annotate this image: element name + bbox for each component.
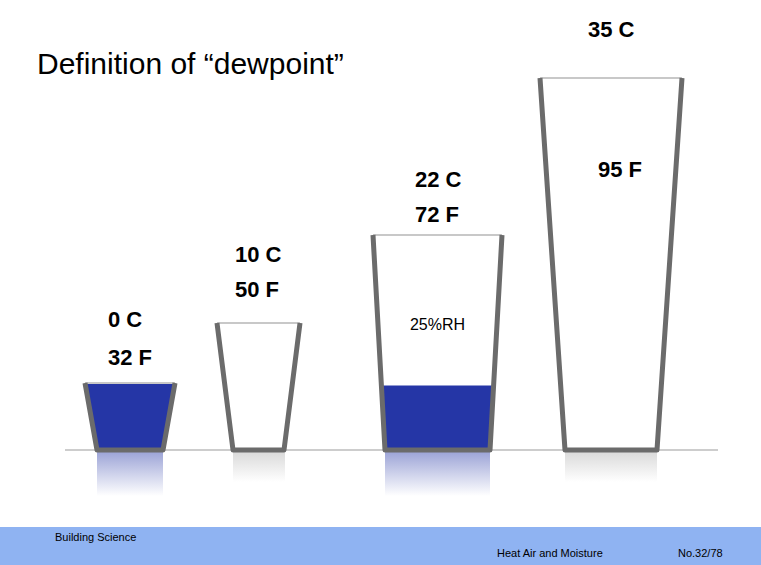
cup-outline (85, 383, 175, 450)
fahrenheit-label-holder: 95 F (598, 157, 642, 183)
footer-text: Building Science (55, 531, 136, 543)
slide-number-holder: No.32/78 (678, 547, 723, 559)
fahrenheit-label: 50 F (235, 277, 279, 302)
slide-title-holder: Definition of “dewpoint” (37, 47, 344, 81)
cup-wall (85, 383, 175, 450)
celsius-label-holder: 0 C (108, 307, 142, 333)
humidity-label: 25%RH (410, 316, 465, 333)
cup: 22 C72 F25%RH (373, 235, 502, 450)
celsius-label-holder: 10 C (235, 242, 281, 268)
cup-outline (373, 235, 502, 450)
fahrenheit-label-holder: 50 F (235, 277, 279, 303)
humidity-label-holder: 25%RH (373, 316, 502, 334)
cup: 10 C50 F (217, 323, 300, 450)
fahrenheit-label-holder: 72 F (415, 202, 459, 228)
cup-reflection (233, 452, 285, 482)
cup-reflection (565, 452, 657, 482)
cup-rim (217, 322, 300, 324)
water-reflection (385, 452, 490, 496)
cup-rim (373, 234, 502, 236)
cup-rim (540, 77, 682, 79)
water (85, 383, 175, 450)
fahrenheit-label: 95 F (598, 157, 642, 182)
cup-reflections (97, 452, 657, 496)
footer-text-holder: Building Science (55, 531, 136, 543)
celsius-label: 22 C (415, 167, 461, 192)
cup-wall (540, 78, 682, 450)
cup-wall (373, 235, 502, 450)
fahrenheit-label: 32 F (108, 345, 152, 370)
cup-outline (540, 78, 682, 450)
celsius-label: 35 C (588, 17, 634, 42)
cup: 0 C32 F (85, 383, 175, 450)
slide-title: Definition of “dewpoint” (37, 47, 344, 80)
footer-text-holder: Heat Air and Moisture (497, 547, 603, 559)
celsius-label: 0 C (108, 307, 142, 332)
celsius-label: 10 C (235, 242, 281, 267)
footer-bar (0, 527, 761, 565)
fahrenheit-label-holder: 32 F (108, 345, 152, 371)
celsius-label-holder: 35 C (588, 17, 634, 43)
cup: 35 C95 F (540, 78, 682, 450)
cup-rim (85, 382, 175, 384)
footer-text: Heat Air and Moisture (497, 547, 603, 559)
slide-number: No.32/78 (678, 547, 723, 559)
water-reflection (97, 452, 163, 496)
fahrenheit-label: 72 F (415, 202, 459, 227)
cup-outline (217, 323, 300, 450)
water (381, 386, 493, 451)
celsius-label-holder: 22 C (415, 167, 461, 193)
cup-wall (217, 323, 300, 450)
